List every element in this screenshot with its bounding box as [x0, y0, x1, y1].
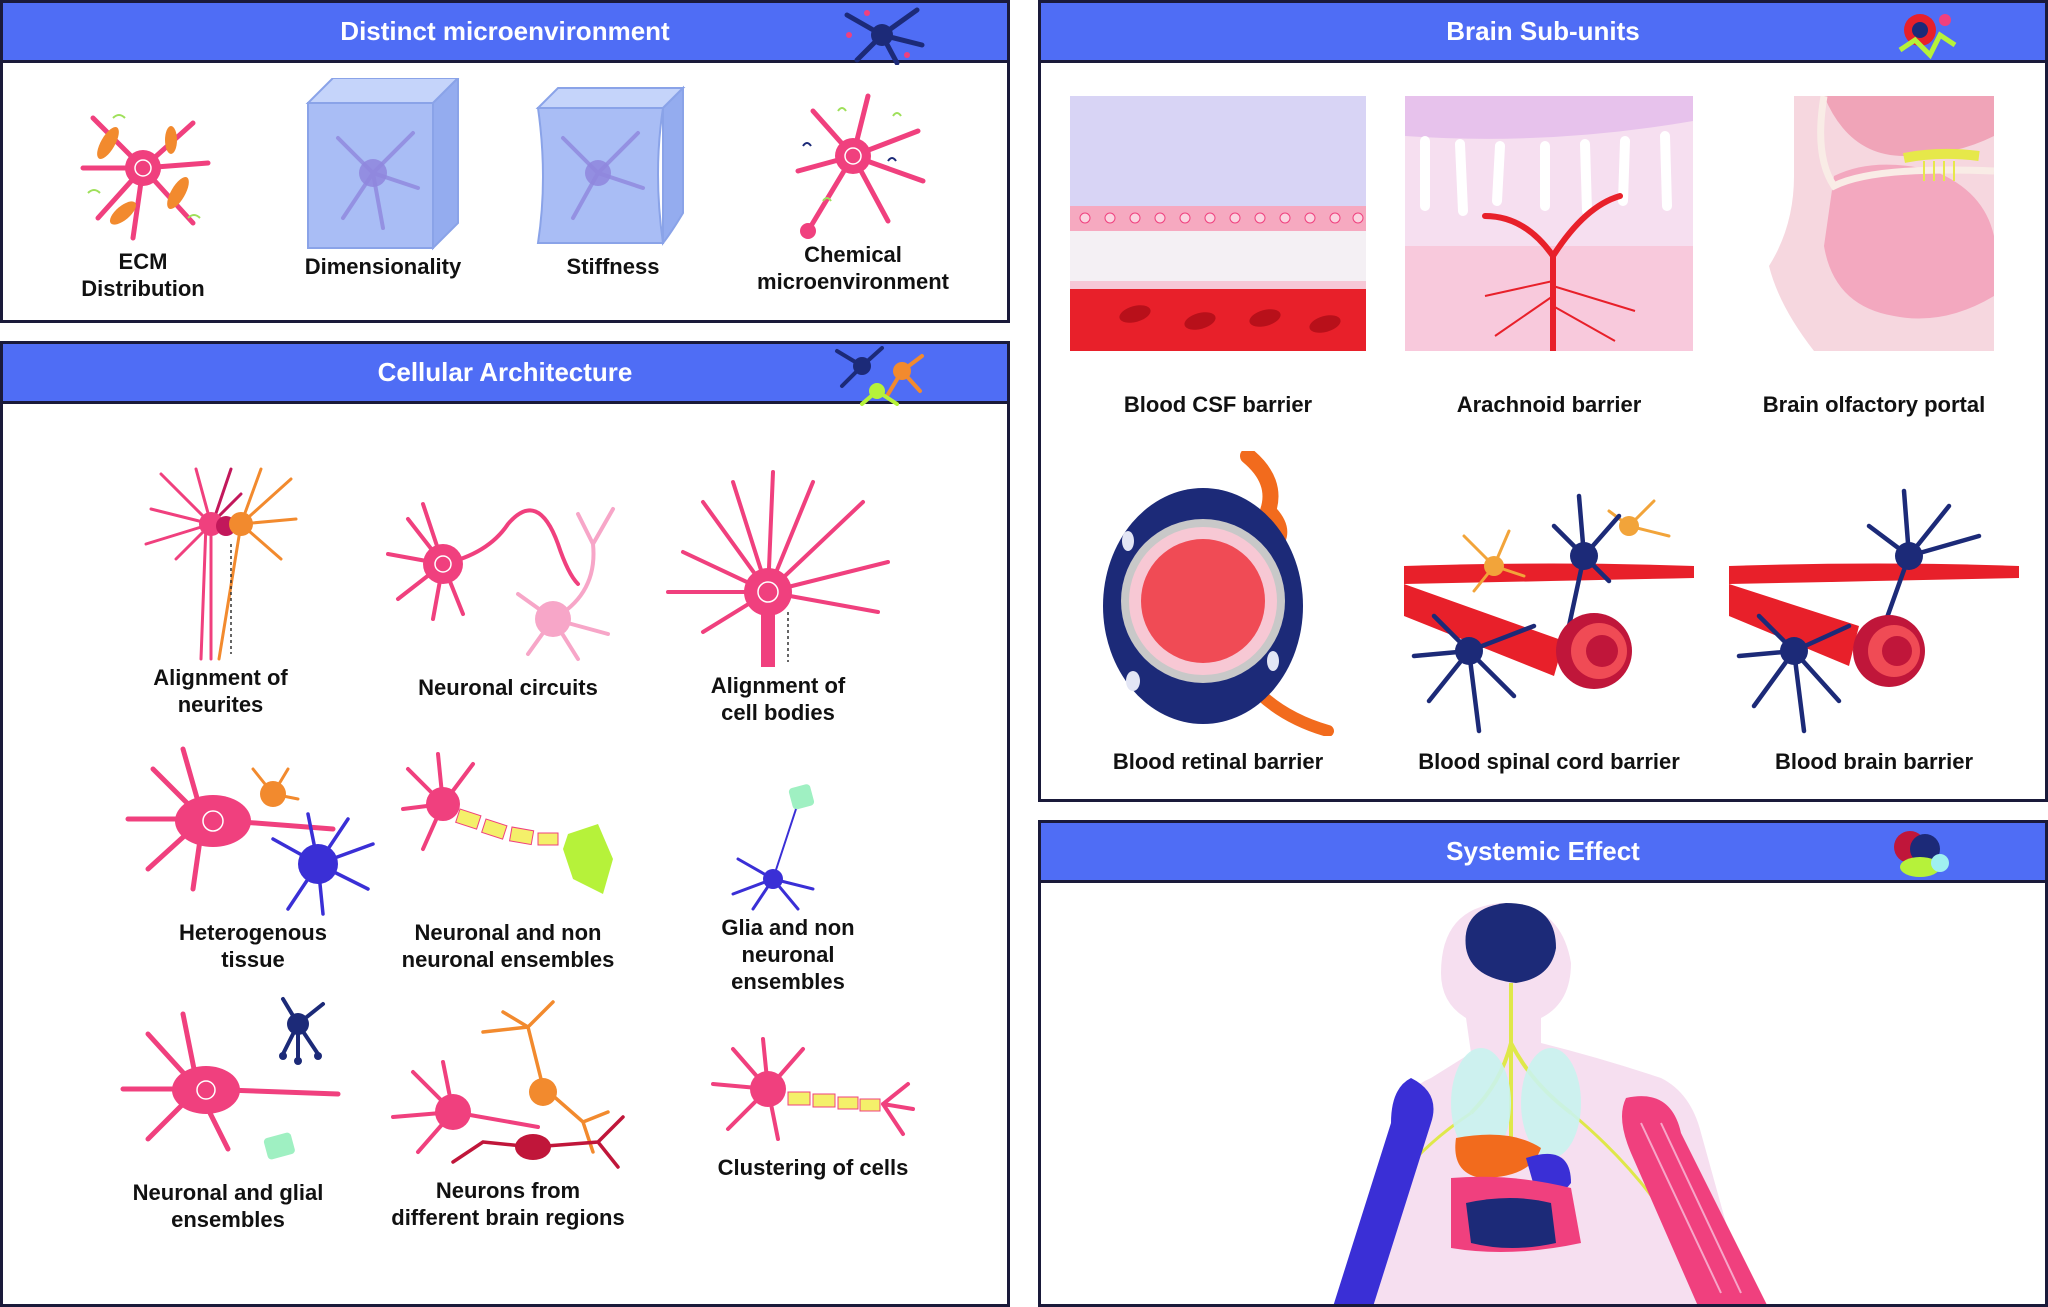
item-alignment-neurites: Alignment of neurites	[113, 464, 328, 718]
item-arachnoid: Arachnoid barrier	[1399, 96, 1699, 418]
arachnoid-barrier-icon	[1405, 96, 1693, 351]
item-label: Blood brain barrier	[1774, 749, 1974, 774]
item-label: Neuronal and glial	[132, 1180, 324, 1205]
item-label: neuronal ensembles	[401, 947, 615, 972]
item-neuronal-non-neuronal: Neuronal and non neuronal ensembles	[398, 749, 618, 973]
item-label: Distribution	[81, 276, 205, 301]
item-label: Glia and non	[721, 915, 855, 940]
item-label: Neurons from	[435, 1178, 581, 1203]
item-label: tissue	[221, 947, 285, 972]
panel-title: Brain Sub-units	[1446, 16, 1640, 46]
panel-subunits: Brain Sub-units	[1038, 0, 2048, 802]
item-label: Chemical	[804, 242, 902, 267]
panel-header: Distinct microenvironment	[3, 3, 1007, 65]
item-label: Neuronal circuits	[418, 675, 598, 700]
item-label: Alignment of	[153, 665, 288, 690]
item-alignment-cell-bodies: Alignment of cell bodies	[663, 462, 893, 726]
item-blood-csf: Blood CSF barrier	[1068, 96, 1368, 418]
aligned-neurites-icon	[144, 467, 297, 661]
spinal-barrier-icon	[1404, 493, 1694, 734]
item-label: Blood CSF barrier	[1123, 392, 1313, 417]
item-label: neuronal	[741, 942, 835, 967]
ecm-neuron-icon	[80, 114, 211, 241]
brain-unit-icon	[1898, 14, 1957, 60]
panel-header: Systemic Effect	[1041, 823, 2045, 883]
item-label: Blood retinal barrier	[1112, 749, 1324, 774]
item-label: Stiffness	[566, 254, 660, 279]
neuron-glia-icon	[120, 997, 341, 1160]
glia-ensemble-icon	[731, 784, 815, 911]
heterogenous-tissue-icon	[125, 746, 375, 916]
item-label: cell bodies	[721, 700, 835, 725]
neuronal-circuit-icon	[386, 502, 615, 661]
item-label: ensembles	[171, 1207, 285, 1232]
aligned-cell-body-icon	[666, 470, 890, 667]
item-dimensionality: Dimensionality	[293, 78, 473, 280]
item-heterogenous-tissue: Heterogenous tissue	[123, 739, 383, 973]
organs-icon	[1894, 831, 1949, 877]
item-chemical: Chemical microenvironment	[738, 91, 968, 295]
neuron-cluster-icon	[835, 346, 924, 406]
item-blood-retinal: Blood retinal barrier	[1068, 451, 1368, 775]
item-glia-non-neuronal: Glia and non neuronal ensembles	[703, 784, 873, 995]
item-label: Neuronal and non	[414, 920, 602, 945]
item-olfactory: Brain olfactory portal	[1719, 96, 2029, 418]
item-blood-brain: Blood brain barrier	[1719, 466, 2029, 775]
panel-architecture: Cellular Architecture Alignment of neur	[0, 341, 1010, 1307]
item-label: Brain olfactory portal	[1762, 392, 1986, 417]
item-clustering-cells: Clustering of cells	[703, 1034, 923, 1181]
item-blood-spinal: Blood spinal cord barrier	[1399, 466, 1699, 775]
chemical-neuron-icon	[795, 93, 926, 239]
item-ecm-distribution: ECM Distribution	[73, 98, 213, 302]
human-body-illustration	[1333, 903, 1767, 1304]
item-label: Alignment of	[710, 673, 846, 698]
stiff-cube-icon	[535, 85, 686, 246]
neuron-ensemble-icon	[401, 752, 613, 894]
item-label: Clustering of cells	[717, 1155, 909, 1180]
cell-cluster-icon	[711, 1037, 915, 1141]
item-label: microenvironment	[757, 269, 949, 294]
panel-header: Cellular Architecture	[3, 344, 1007, 406]
item-label: ECM	[118, 249, 168, 274]
item-label: different brain regions	[391, 1205, 625, 1230]
item-neuronal-circuits: Neuronal circuits	[348, 484, 668, 701]
item-neurons-brain-regions: Neurons from different brain regions	[378, 992, 638, 1231]
panel-header: Brain Sub-units	[1041, 3, 2045, 63]
item-neuronal-glial: Neuronal and glial ensembles	[118, 994, 341, 1233]
item-label: neurites	[177, 692, 264, 717]
item-label: Dimensionality	[304, 254, 462, 279]
olfactory-portal-icon	[1769, 96, 1994, 351]
item-stiffness: Stiffness	[528, 83, 698, 280]
panel-title: Systemic Effect	[1446, 836, 1640, 866]
panel-title: Cellular Architecture	[377, 357, 633, 387]
panel-microenvironment: Distinct microenvironment ECM D	[0, 0, 1010, 323]
item-label: Arachnoid barrier	[1456, 392, 1642, 417]
cube-icon	[305, 78, 460, 251]
retinal-barrier-icon	[1103, 451, 1334, 736]
item-label: Heterogenous	[179, 920, 327, 945]
brain-regions-neuron-icon	[391, 1000, 625, 1169]
bbb-icon	[1729, 488, 2019, 734]
csf-barrier-icon	[1070, 96, 1366, 351]
panel-systemic: Systemic Effect	[1038, 820, 2048, 1307]
item-label: ensembles	[731, 969, 845, 994]
neuron-icon	[844, 7, 925, 65]
item-label: Blood spinal cord barrier	[1418, 749, 1680, 774]
panel-title: Distinct microenvironment	[340, 16, 670, 46]
